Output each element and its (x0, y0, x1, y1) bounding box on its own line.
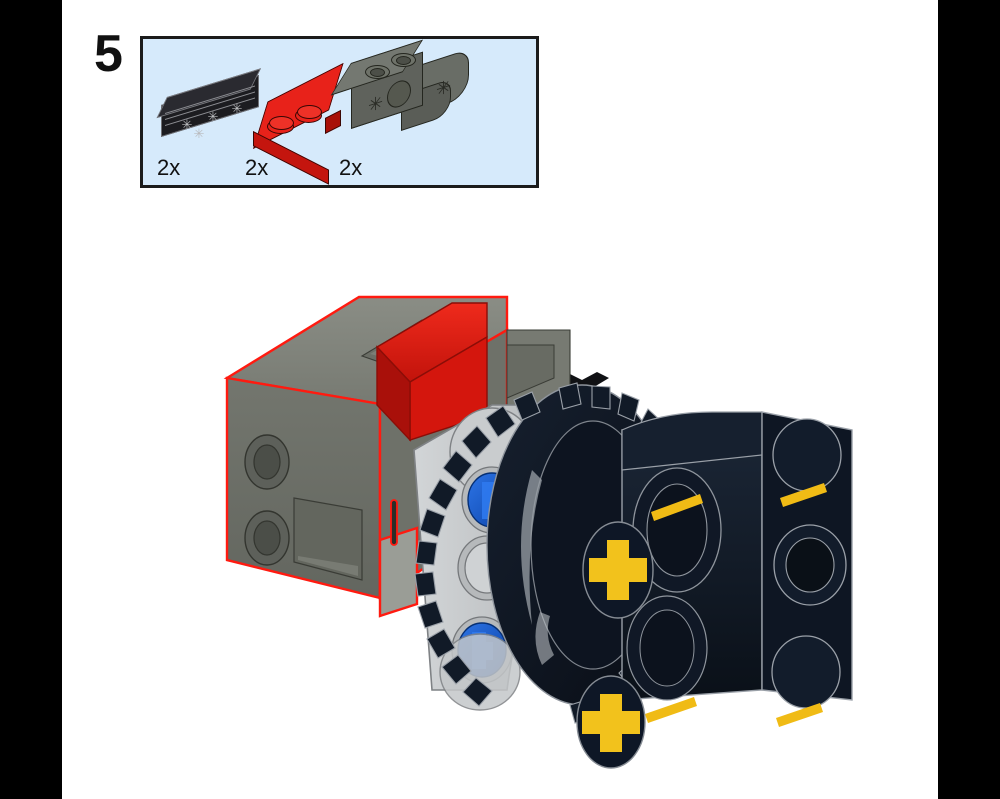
yellow-pin-stripe-3 (780, 483, 827, 507)
parts-callout-box: ✳ ✳ ✳ ✳ 2x 2x (140, 36, 539, 188)
yellow-pin-stripe-4 (776, 703, 823, 727)
part-quantity-label: 2x (339, 155, 363, 180)
part-slot-dark-gray-technic-bracket: ✳ ✳ 2x (330, 39, 479, 180)
blue-technic-pin-lower (451, 616, 513, 684)
letterbox-bar-right (938, 0, 1000, 799)
assembly-differential-gear (414, 382, 688, 724)
part-slot-red-plate-1x2: 2x (245, 62, 349, 185)
black-technic-axle-icon: ✳ ✳ ✳ ✳ (156, 68, 265, 157)
instruction-canvas: 5 ✳ ✳ ✳ ✳ 2x (62, 0, 938, 799)
assembly-front-axle-hub-upper (582, 521, 654, 619)
yellow-pin-stripe-1 (651, 494, 703, 521)
step-number: 5 (94, 25, 123, 83)
assembly-black-beam-housing (621, 411, 763, 723)
black-axle-cross-rear (551, 372, 609, 403)
part-slot-black-technic-axle: ✳ ✳ ✳ ✳ 2x (156, 68, 265, 180)
dark-gray-technic-bracket-icon: ✳ ✳ (330, 39, 479, 157)
yellow-axle-marker-lower (582, 694, 640, 752)
blue-technic-pin-upper (461, 466, 523, 534)
part-quantity-label: 2x (157, 155, 181, 180)
assembly-dark-gray-bracket-left (223, 295, 609, 618)
assembly-light-gray-liftarm (413, 404, 623, 711)
yellow-pin-stripe-2 (645, 697, 697, 723)
letterbox-bar-left (0, 0, 62, 799)
part-quantity-label: 2x (245, 155, 269, 180)
black-axle-cross-upper (426, 435, 486, 466)
assembly-red-plate (375, 302, 488, 442)
assembly-right-end-beam (761, 411, 853, 727)
yellow-axle-marker-upper (589, 540, 647, 600)
assembly-front-axle-hub-lower (576, 675, 646, 769)
red-plate-1x2-icon (245, 62, 349, 185)
